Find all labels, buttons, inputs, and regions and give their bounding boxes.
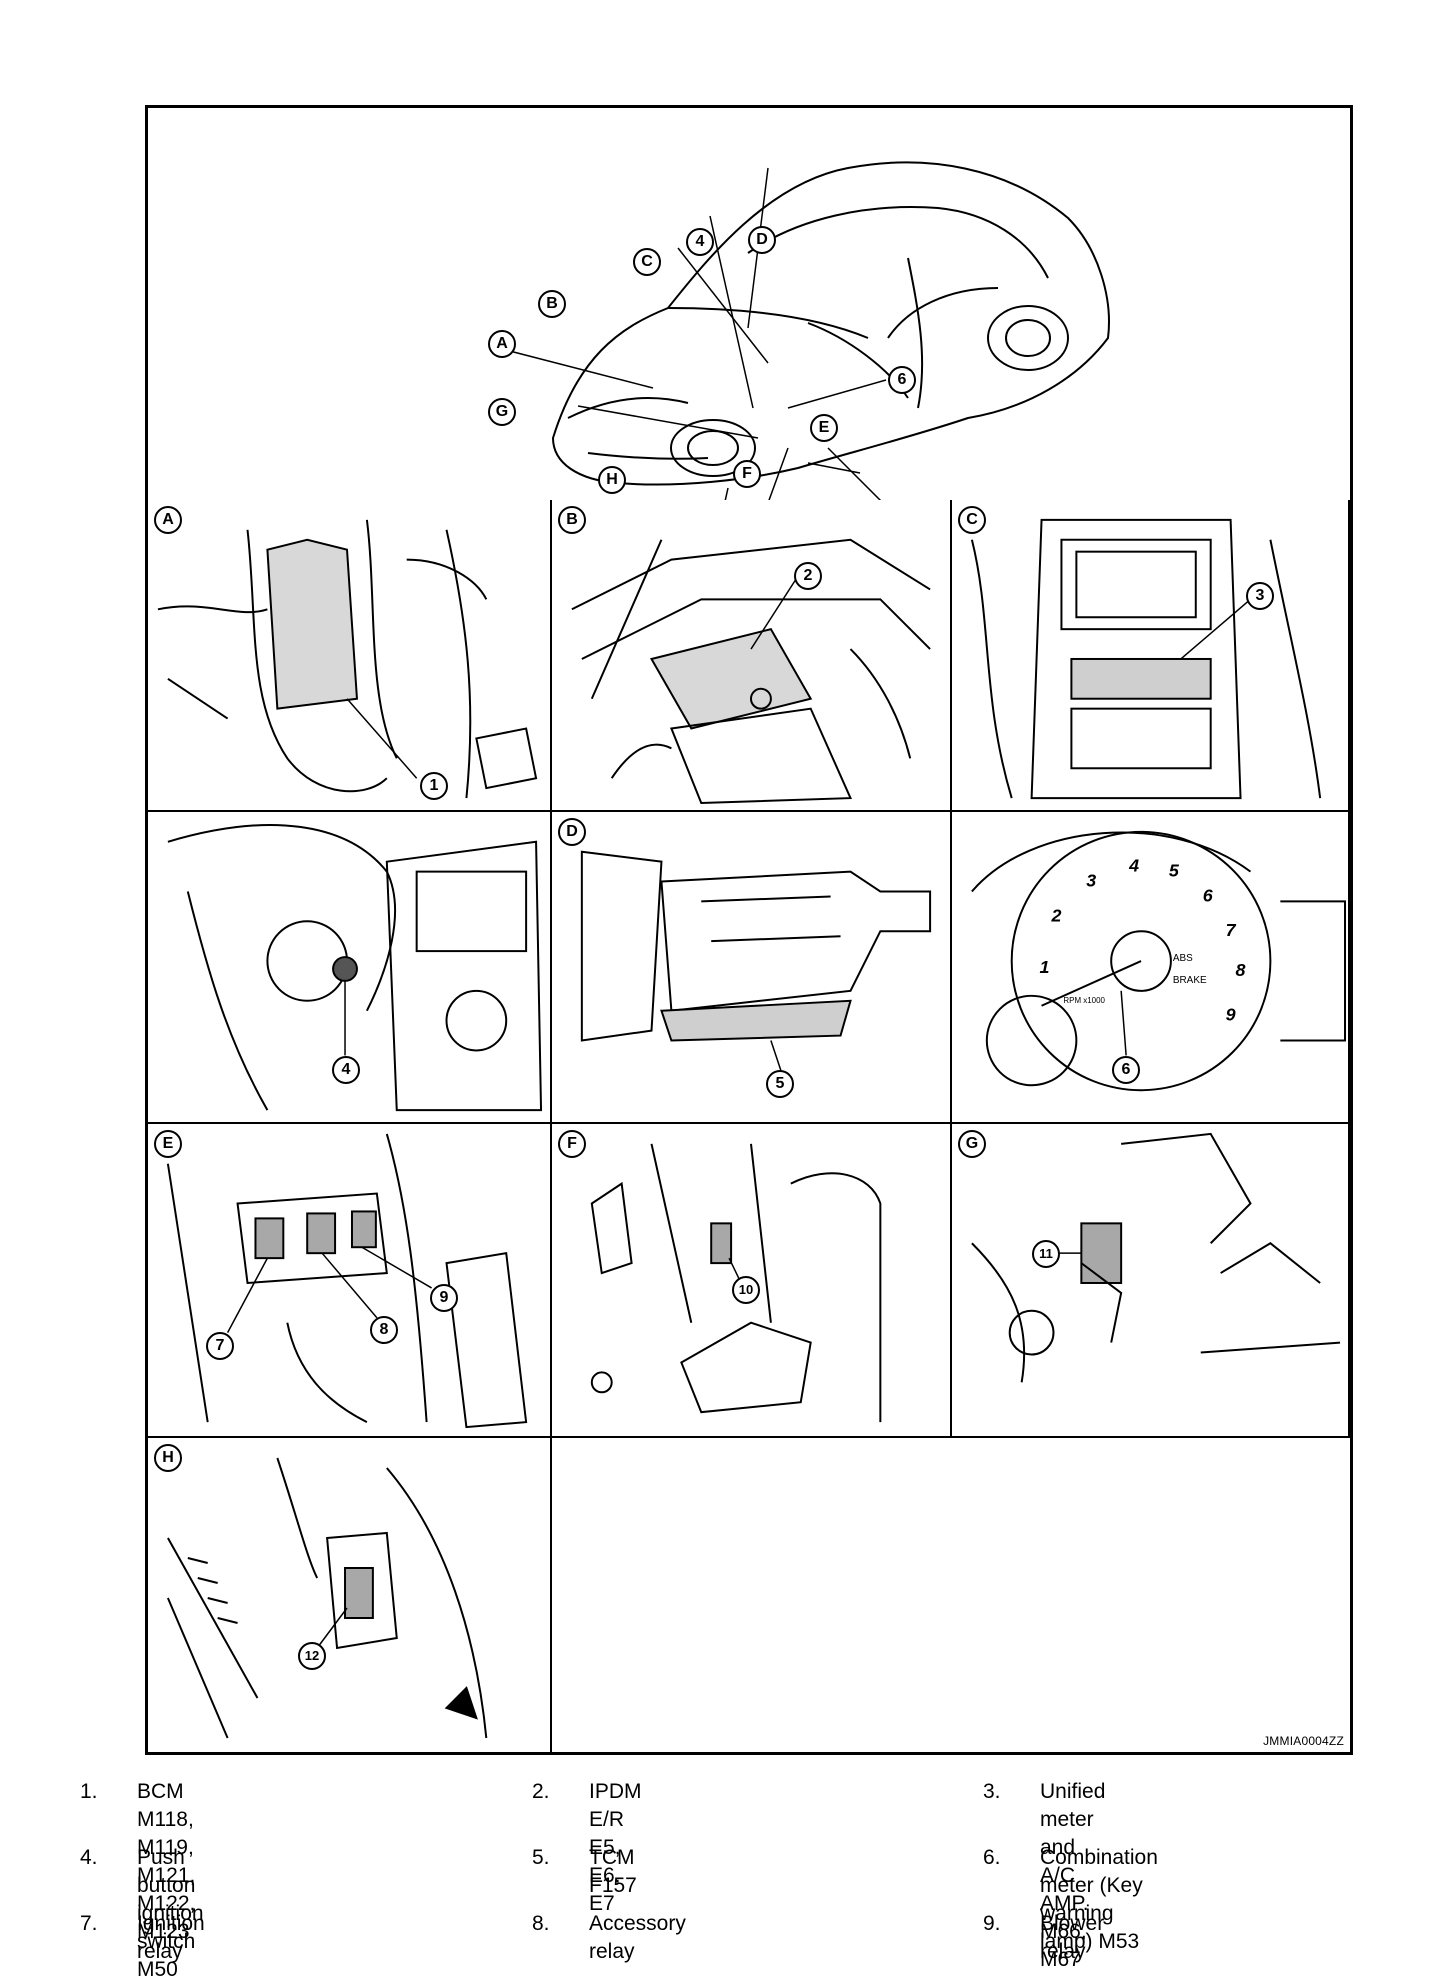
panel-c-letter: C: [958, 506, 986, 534]
gauge-num-8: 8: [1236, 960, 1246, 980]
panel-d-drawing: [580, 850, 932, 1071]
legend-item-2-number: 2.: [532, 1780, 550, 1803]
diagram-frame: A B C 4 D 6 E F H G: [145, 105, 1353, 1755]
panel-ignition-callout: 4: [332, 1056, 360, 1084]
legend-item-6-text: Combination meter (Key warning lamp) M53: [1040, 1844, 1158, 1956]
panel-f-drawing: [590, 1143, 882, 1423]
panel-b: B 2: [552, 500, 952, 812]
panel-ignition-drawing: [167, 824, 543, 1112]
legend-row-2: 4. Push button ignition switch M50 5. TC…: [80, 1844, 1410, 1981]
panel-a: A 1: [148, 500, 552, 812]
panel-a-callout: 1: [420, 772, 448, 800]
legend-item-2-text: IPDM E/R E5, E6, E7: [589, 1780, 642, 1915]
legend-item-9-text: Blower relay: [1040, 1912, 1105, 1963]
marker-d: D: [748, 226, 776, 254]
legend-item-3-number: 3.: [983, 1780, 1001, 1803]
panel-e-letter: E: [154, 1130, 182, 1158]
gauge-num-6: 6: [1203, 885, 1214, 905]
panel-h-callout: 12: [298, 1642, 326, 1670]
legend-item-7-text: Ignition relay: [137, 1912, 205, 1963]
legend-item-5-text: TCM F157: [589, 1846, 637, 1897]
marker-a: A: [488, 330, 516, 358]
panel-f-letter: F: [558, 1130, 586, 1158]
marker-4: 4: [686, 228, 714, 256]
marker-e: E: [810, 414, 838, 442]
panel-c: C 3: [952, 500, 1350, 812]
legend-item-1-line2: M123: [137, 1920, 190, 1943]
marker-b: B: [538, 290, 566, 318]
car-illustration: [497, 161, 1110, 579]
panel-h-drawing: [166, 1457, 488, 1739]
panel-h: H 12: [148, 1438, 552, 1752]
panel-e-callout-8: 8: [370, 1316, 398, 1344]
legend-item-3-text: Unified meter and A/C AMP. M66, M67: [1040, 1778, 1105, 1974]
legend-item-1-text: BCM M118, M119, M121, M122, M123: [137, 1778, 195, 1946]
legend-item-7-number: 7.: [80, 1912, 98, 1935]
panel-e-callout-9: 9: [430, 1284, 458, 1312]
panel-a-drawing: [157, 519, 538, 799]
detail-panels: A 1 B 2: [148, 500, 1350, 1752]
gauge-abs: ABS: [1173, 953, 1193, 964]
legend-item-4-text: Push button ignition switch M50: [137, 1846, 204, 1981]
panel-g: G 11: [952, 1124, 1350, 1438]
gauge-num-4: 4: [1128, 856, 1139, 876]
panel-meter-drawing: 1 2 3 4 5 6 7 8 9 ABS BRAKE RPM x1000: [971, 830, 1347, 1092]
legend-item-6-line1: Combination meter (Key warning: [1040, 1846, 1158, 1925]
legend-item-8-number: 8.: [532, 1912, 550, 1935]
legend-item-5-number: 5.: [532, 1846, 550, 1869]
gauge-num-7: 7: [1226, 920, 1237, 940]
panel-c-callout: 3: [1246, 582, 1274, 610]
panel-c-drawing: [970, 518, 1322, 800]
legend-item-1-line1: BCM M118, M119, M121, M122,: [137, 1780, 196, 1915]
panel-meter-callout: 6: [1112, 1056, 1140, 1084]
legend-item-6-number: 6.: [983, 1846, 1001, 1869]
component-legend: 1. BCM M118, M119, M121, M122, M123 2. IP…: [80, 1778, 1410, 1981]
panel-d: D 5: [552, 812, 952, 1124]
legend-item-6-line2: lamp) M53: [1040, 1930, 1140, 1953]
gauge-num-2: 2: [1050, 905, 1061, 925]
marker-6: 6: [888, 366, 916, 394]
marker-f: F: [733, 460, 761, 488]
gauge-rpm: RPM x1000: [1063, 996, 1105, 1005]
legend-row-1: 1. BCM M118, M119, M121, M122, M123 2. IP…: [80, 1778, 1410, 1971]
panel-e-callout-7: 7: [206, 1332, 234, 1360]
panel-e-drawing: [166, 1133, 528, 1429]
panel-b-callout: 2: [794, 562, 822, 590]
gauge-num-9: 9: [1226, 1005, 1236, 1025]
panel-e: E 7 8 9: [148, 1124, 552, 1438]
legend-row-3: 7. Ignition relay 8. Accessory relay 9. …: [80, 1910, 1410, 1976]
panel-meter: 1 2 3 4 5 6 7 8 9 ABS BRAKE RPM x1000 6: [952, 812, 1350, 1124]
marker-c: C: [633, 248, 661, 276]
panel-ignition: 4: [148, 812, 552, 1124]
panel-f: F 10: [552, 1124, 952, 1438]
gauge-num-3: 3: [1086, 871, 1096, 891]
panel-h-letter: H: [154, 1444, 182, 1472]
legend-item-8-text: Accessory relay: [589, 1912, 686, 1963]
panel-empty: JMMIA0004ZZ: [552, 1438, 1350, 1752]
reference-code: JMMIA0004ZZ: [1263, 1734, 1344, 1748]
legend-item-3-line2: M67: [1040, 1948, 1081, 1971]
marker-h: H: [598, 466, 626, 494]
panel-g-callout: 11: [1032, 1240, 1060, 1268]
panel-g-drawing: [971, 1132, 1341, 1383]
marker-g: G: [488, 398, 516, 426]
vehicle-overview: A B C 4 D 6 E F H G: [148, 108, 1350, 579]
legend-item-4-number: 4.: [80, 1846, 98, 1869]
panel-d-letter: D: [558, 818, 586, 846]
panel-d-callout: 5: [766, 1070, 794, 1098]
panel-b-letter: B: [558, 506, 586, 534]
panel-a-letter: A: [154, 506, 182, 534]
gauge-brake: BRAKE: [1173, 975, 1207, 986]
panel-f-callout: 10: [732, 1276, 760, 1304]
panel-b-drawing: [571, 538, 931, 805]
legend-item-3-line1: Unified meter and A/C AMP. M66,: [1040, 1780, 1106, 1943]
legend-item-1-number: 1.: [80, 1780, 98, 1803]
legend-item-9-number: 9.: [983, 1912, 1001, 1935]
gauge-num-5: 5: [1169, 861, 1180, 881]
panel-g-letter: G: [958, 1130, 986, 1158]
gauge-num-1: 1: [1040, 957, 1050, 977]
